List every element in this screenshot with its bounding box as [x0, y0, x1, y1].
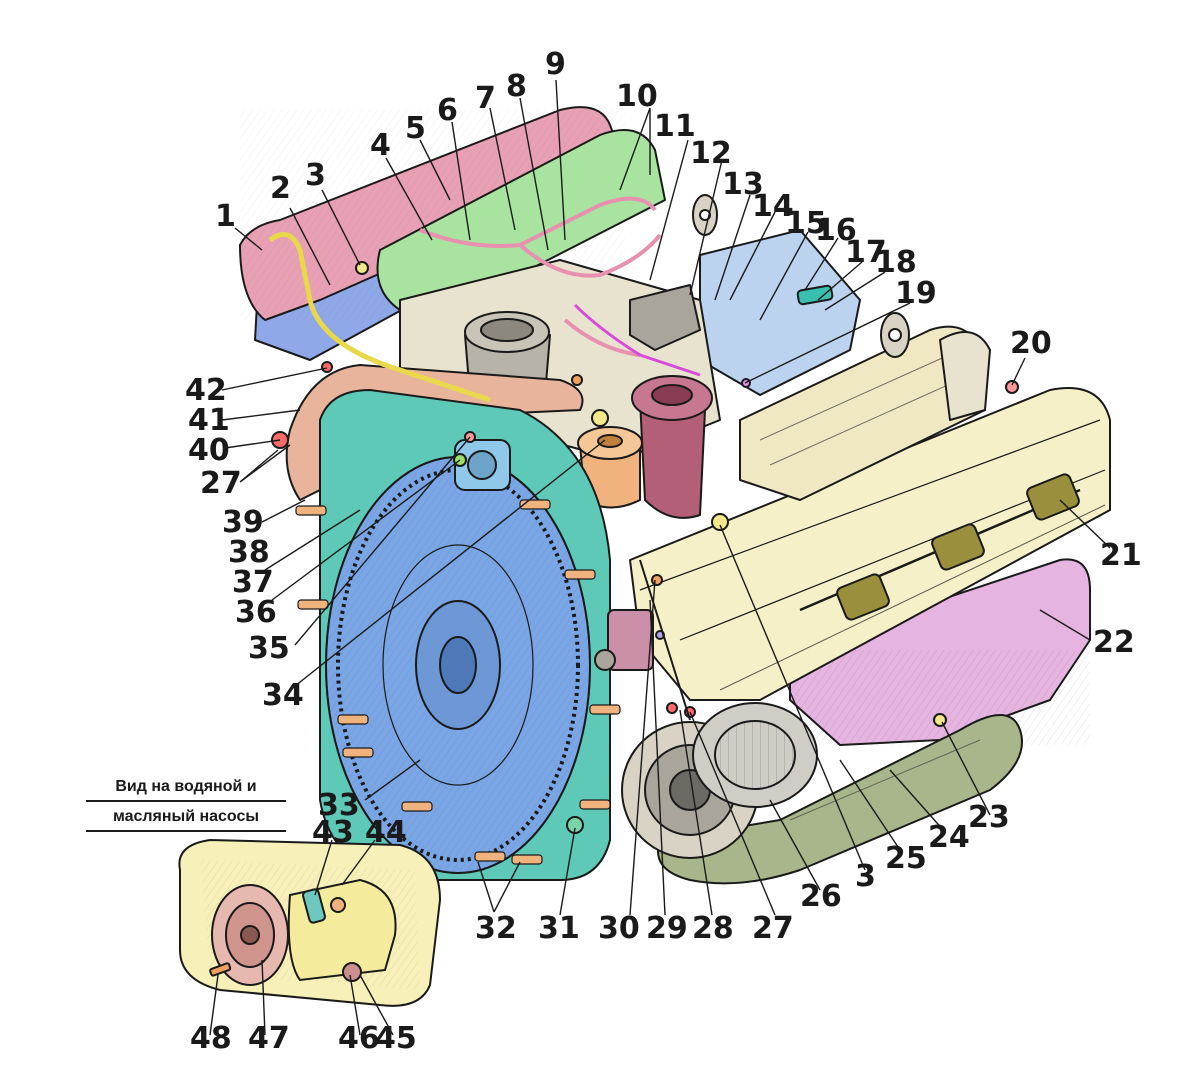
engine-body: [239, 106, 1111, 885]
label-20: 20: [1010, 326, 1052, 361]
label-22: 22: [1093, 625, 1135, 660]
label-25: 25: [885, 841, 927, 876]
label-27-bottom: 27: [752, 911, 794, 946]
label-16: 16: [815, 213, 857, 248]
injector-group: [836, 473, 1080, 621]
starter-mount: [454, 439, 654, 671]
label-35: 35: [248, 631, 290, 666]
label-45: 45: [375, 1021, 417, 1056]
fittings: [271, 261, 1019, 834]
throttle-body: [629, 284, 701, 351]
label-1: 1: [215, 199, 236, 234]
inset-caption-2: масляный насосы: [86, 808, 286, 832]
label-6: 6: [437, 93, 458, 128]
label-28: 28: [692, 911, 734, 946]
label-2: 2: [270, 171, 291, 206]
throttle-bracket: [939, 331, 991, 421]
label-5: 5: [405, 111, 426, 146]
label-15: 15: [785, 206, 827, 241]
label-9: 9: [545, 47, 566, 82]
cylinder-block: [629, 387, 1111, 701]
pump-inset: [178, 838, 442, 1007]
label-11: 11: [654, 109, 696, 144]
label-38: 38: [228, 535, 270, 570]
wiring-harness: [419, 196, 662, 357]
label-43: 43: [312, 815, 354, 850]
housing-studs: [295, 499, 621, 865]
inset-caption-line-2: масляный насосы: [112, 808, 260, 825]
label-17: 17: [845, 235, 887, 270]
label-26: 26: [800, 879, 842, 914]
label-36: 36: [235, 595, 277, 630]
label-24: 24: [928, 820, 970, 855]
label-12: 12: [690, 136, 732, 171]
fuel-line: [573, 303, 701, 377]
inset-caption: Вид на водяной и: [86, 778, 286, 802]
label-3-top: 3: [305, 158, 326, 193]
inset-caption-rule-1: [86, 800, 286, 802]
label-4: 4: [370, 128, 391, 163]
label-18: 18: [875, 245, 917, 280]
cylinder-head-right: [699, 229, 861, 396]
label-7: 7: [475, 81, 496, 116]
leader-lines: [209, 79, 1111, 1036]
label-30: 30: [598, 911, 640, 946]
label-42: 42: [185, 373, 227, 408]
label-10: 10: [616, 79, 658, 114]
label-31: 31: [538, 911, 580, 946]
label-46: 46: [338, 1021, 380, 1056]
label-47: 47: [248, 1021, 290, 1056]
label-41: 41: [188, 403, 230, 438]
valve-cover-right: [376, 129, 666, 311]
flywheel: [325, 456, 591, 874]
label-13: 13: [722, 167, 764, 202]
label-23: 23: [968, 800, 1010, 835]
label-40: 40: [188, 433, 230, 468]
inset-caption-rule-2: [86, 830, 286, 832]
label-33: 33: [318, 788, 360, 823]
label-39: 39: [222, 505, 264, 540]
callout-labels: 1 2 3 4 5 6 7 8 9 10 11 12 13 14 15 16 1…: [185, 47, 1142, 1056]
water-pump-pulley: [577, 426, 643, 509]
label-21: 21: [1100, 538, 1142, 573]
label-14: 14: [752, 189, 794, 224]
distributor: [631, 375, 713, 519]
label-44: 44: [365, 815, 407, 850]
inset-caption-line-1: Вид на водяной и: [115, 778, 257, 795]
label-34: 34: [262, 678, 304, 713]
label-37: 37: [232, 565, 274, 600]
label-32: 32: [475, 911, 517, 946]
label-3-bottom: 3: [855, 859, 876, 894]
intake-manifold-right: [739, 325, 986, 501]
coolant-sensor: [796, 284, 834, 306]
label-19: 19: [895, 276, 937, 311]
label-8: 8: [506, 69, 527, 104]
breather-tube: [268, 231, 491, 403]
label-27-left: 27: [200, 466, 242, 501]
label-29: 29: [646, 911, 688, 946]
label-48: 48: [190, 1021, 232, 1056]
